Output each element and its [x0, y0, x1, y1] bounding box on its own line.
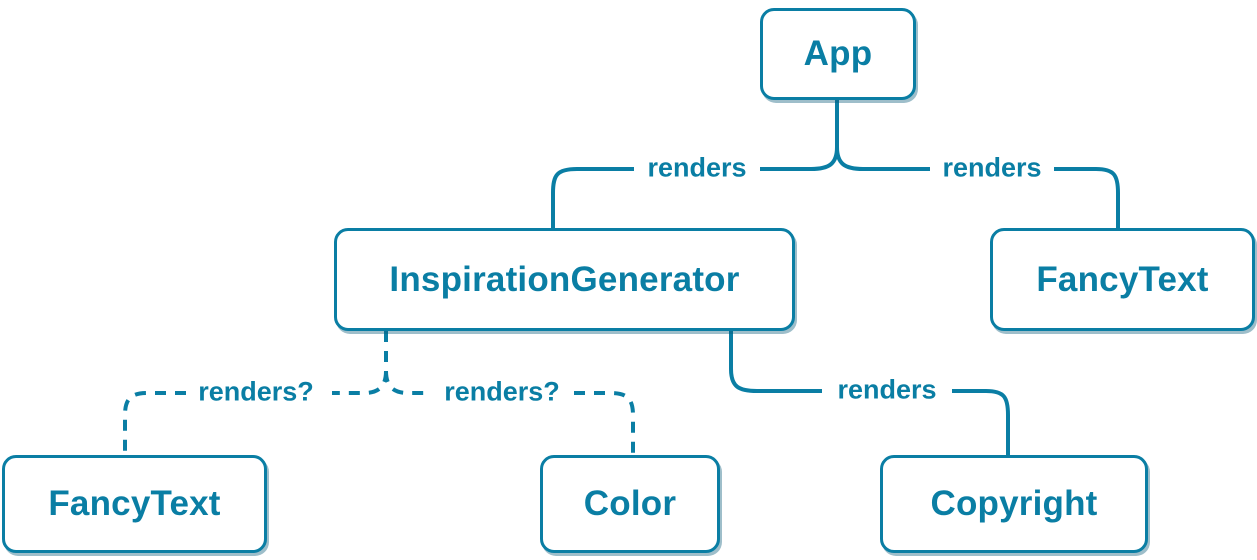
node-fancy-text-bottom: FancyText — [2, 455, 267, 553]
node-fancy-text-top: FancyText — [990, 228, 1255, 331]
edge-app-inspirationgenerator-a — [760, 146, 839, 171]
edge-label-app-inspirationgenerator: renders — [647, 152, 747, 183]
edge-app-inspirationgenerator-b — [551, 167, 634, 228]
node-fancy-text-top-label: FancyText — [1036, 259, 1209, 299]
node-copyright: Copyright — [880, 455, 1148, 553]
node-app-label: App — [803, 34, 873, 73]
edge-inspirationgenerator-copyright-b — [952, 389, 1010, 455]
edge-label-inspirationgenerator-copyright: renders — [837, 374, 937, 405]
edge-inspirationgenerator-fancytext-a — [332, 370, 388, 395]
edge-app-fancytext-b — [1054, 167, 1120, 228]
node-color: Color — [540, 455, 720, 553]
edge-inspirationgenerator-color-b — [574, 391, 635, 455]
node-app: App — [760, 8, 916, 100]
node-color-label: Color — [583, 484, 677, 523]
node-inspiration-generator-label: InspirationGenerator — [389, 259, 740, 299]
node-inspiration-generator: InspirationGenerator — [334, 228, 795, 331]
edge-inspirationgenerator-color-a — [384, 370, 430, 395]
edge-inspirationgenerator-fancytext-b — [123, 391, 186, 455]
node-copyright-label: Copyright — [930, 484, 1098, 523]
edge-inspirationgenerator-copyright-a — [729, 331, 822, 393]
edge-app-fancytext-a — [835, 146, 930, 171]
edge-label-app-fancytext: renders — [942, 152, 1042, 183]
node-fancy-text-bottom-label: FancyText — [48, 484, 221, 523]
edge-label-inspirationgenerator-color: renders? — [444, 376, 560, 407]
edge-label-inspirationgenerator-fancytext: renders? — [198, 376, 314, 407]
